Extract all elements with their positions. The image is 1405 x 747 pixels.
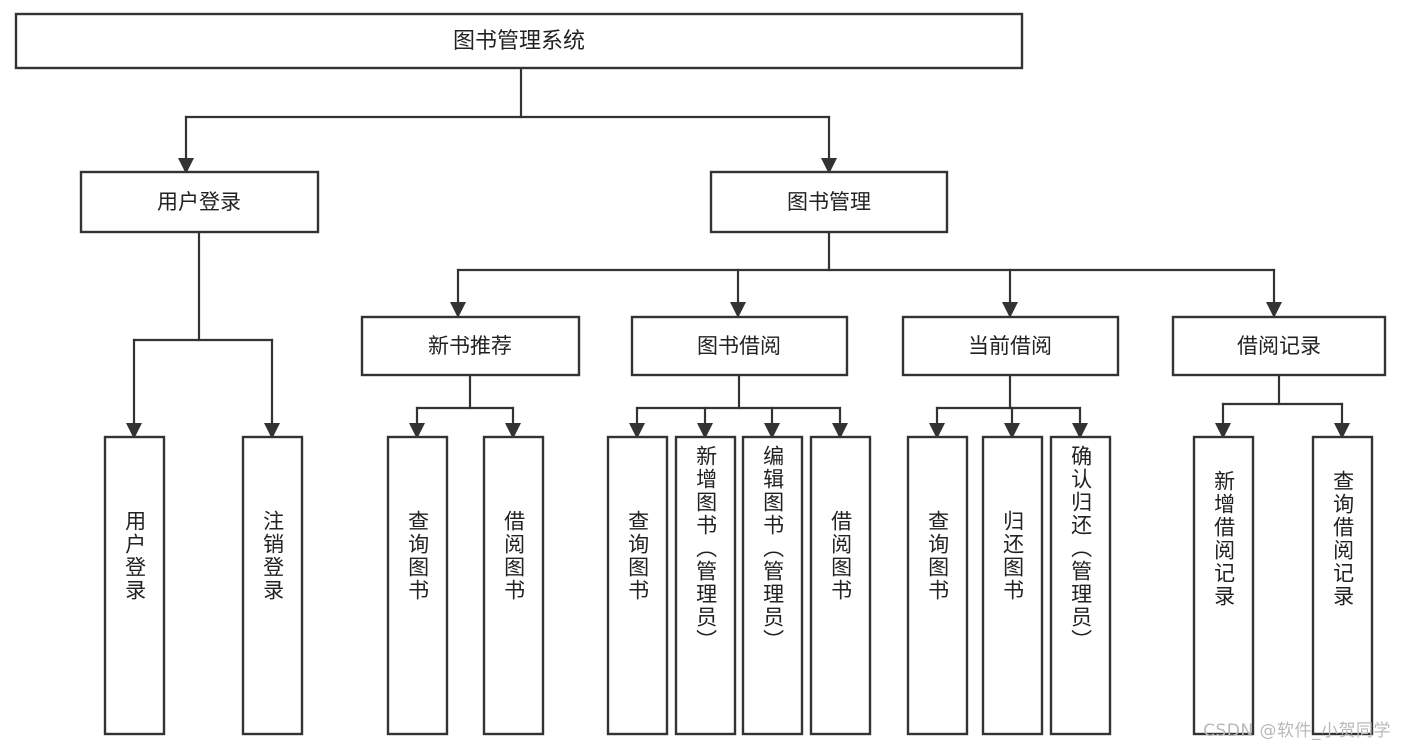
arrow-bm-to-currentborrow — [1002, 302, 1018, 318]
node-book-manage-label: 图书管理 — [787, 190, 871, 214]
node-new-book-recommend[interactable]: 新书推荐 — [360, 315, 581, 377]
node-book-borrow-box[interactable] — [630, 315, 849, 377]
node-leaf-user-login-box[interactable] — [103, 435, 166, 736]
node-root-label: 图书管理系统 — [453, 29, 585, 54]
arrow-borrowrecord-leaf-1 — [1215, 423, 1231, 439]
node-root[interactable]: 图书管理系统 — [14, 12, 1024, 70]
node-user-login-label: 用户登录 — [157, 190, 241, 214]
node-book-borrow[interactable]: 图书借阅 — [630, 315, 849, 377]
node-user-login-box[interactable] — [79, 170, 320, 234]
node-borrow-record-box[interactable] — [1171, 315, 1387, 377]
arrow-borrowrecord-leaf-2 — [1334, 423, 1350, 439]
node-root-box[interactable] — [14, 12, 1024, 70]
node-leaf-confirm-return-box[interactable] — [1049, 435, 1112, 736]
node-leaf-return-book-box[interactable] — [981, 435, 1044, 736]
connector-layer — [126, 66, 1350, 439]
arrow-bookborrow-leaf-4 — [832, 423, 848, 439]
arrow-bookborrow-leaf-2 — [697, 423, 713, 439]
node-book-manage[interactable]: 图书管理 — [709, 170, 949, 234]
arrow-bookborrow-leaf-3 — [764, 423, 780, 439]
arrow-bookborrow-leaf-1 — [629, 423, 645, 439]
arrow-userlogin-leaf-1 — [126, 423, 142, 439]
node-borrow-record[interactable]: 借阅记录 — [1171, 315, 1387, 377]
node-new-book-recommend-box[interactable] — [360, 315, 581, 377]
arrow-root-to-userlogin — [178, 158, 194, 174]
node-book-manage-box[interactable] — [709, 170, 949, 234]
arrow-currentborrow-leaf-1 — [929, 423, 945, 439]
arrow-userlogin-leaf-2 — [264, 423, 280, 439]
node-current-borrow-box[interactable] — [901, 315, 1120, 377]
arrow-root-to-bookmanage — [821, 158, 837, 174]
node-leaf-add-book-box[interactable] — [674, 435, 737, 736]
node-leaf-query-book-3-box[interactable] — [906, 435, 969, 736]
node-leaf-edit-book-box[interactable] — [741, 435, 804, 736]
arrow-bm-to-bookborrow — [730, 302, 746, 318]
node-leaf-user-logout-box[interactable] — [241, 435, 304, 736]
arrow-bm-to-borrowrecord — [1266, 302, 1282, 318]
node-book-borrow-label: 图书借阅 — [697, 334, 781, 358]
node-current-borrow[interactable]: 当前借阅 — [901, 315, 1120, 377]
arrow-bm-to-newbook — [450, 302, 466, 318]
node-leaf-borrow-book-1-box[interactable] — [482, 435, 545, 736]
node-borrow-record-label: 借阅记录 — [1237, 334, 1321, 358]
node-leaf-borrow-book-2-box[interactable] — [809, 435, 872, 736]
node-new-book-recommend-label: 新书推荐 — [428, 334, 512, 358]
node-current-borrow-label: 当前借阅 — [968, 334, 1052, 358]
arrow-currentborrow-leaf-2 — [1004, 423, 1020, 439]
node-leaf-add-record-box[interactable] — [1192, 435, 1255, 736]
csdn-watermark: CSDN @软件_小贺同学 — [1203, 721, 1391, 741]
arrow-newbook-leaf-1 — [409, 423, 425, 439]
arrow-newbook-leaf-2 — [505, 423, 521, 439]
node-leaf-query-record-box[interactable] — [1311, 435, 1374, 736]
node-layer: 图书管理系统 用户登录 图书管理 新书推荐 图书借阅 当前 — [14, 12, 1387, 736]
node-user-login[interactable]: 用户登录 — [79, 170, 320, 234]
arrow-currentborrow-leaf-3 — [1072, 423, 1088, 439]
node-leaf-query-book-2-box[interactable] — [606, 435, 669, 736]
node-leaf-query-book-1-box[interactable] — [386, 435, 449, 736]
